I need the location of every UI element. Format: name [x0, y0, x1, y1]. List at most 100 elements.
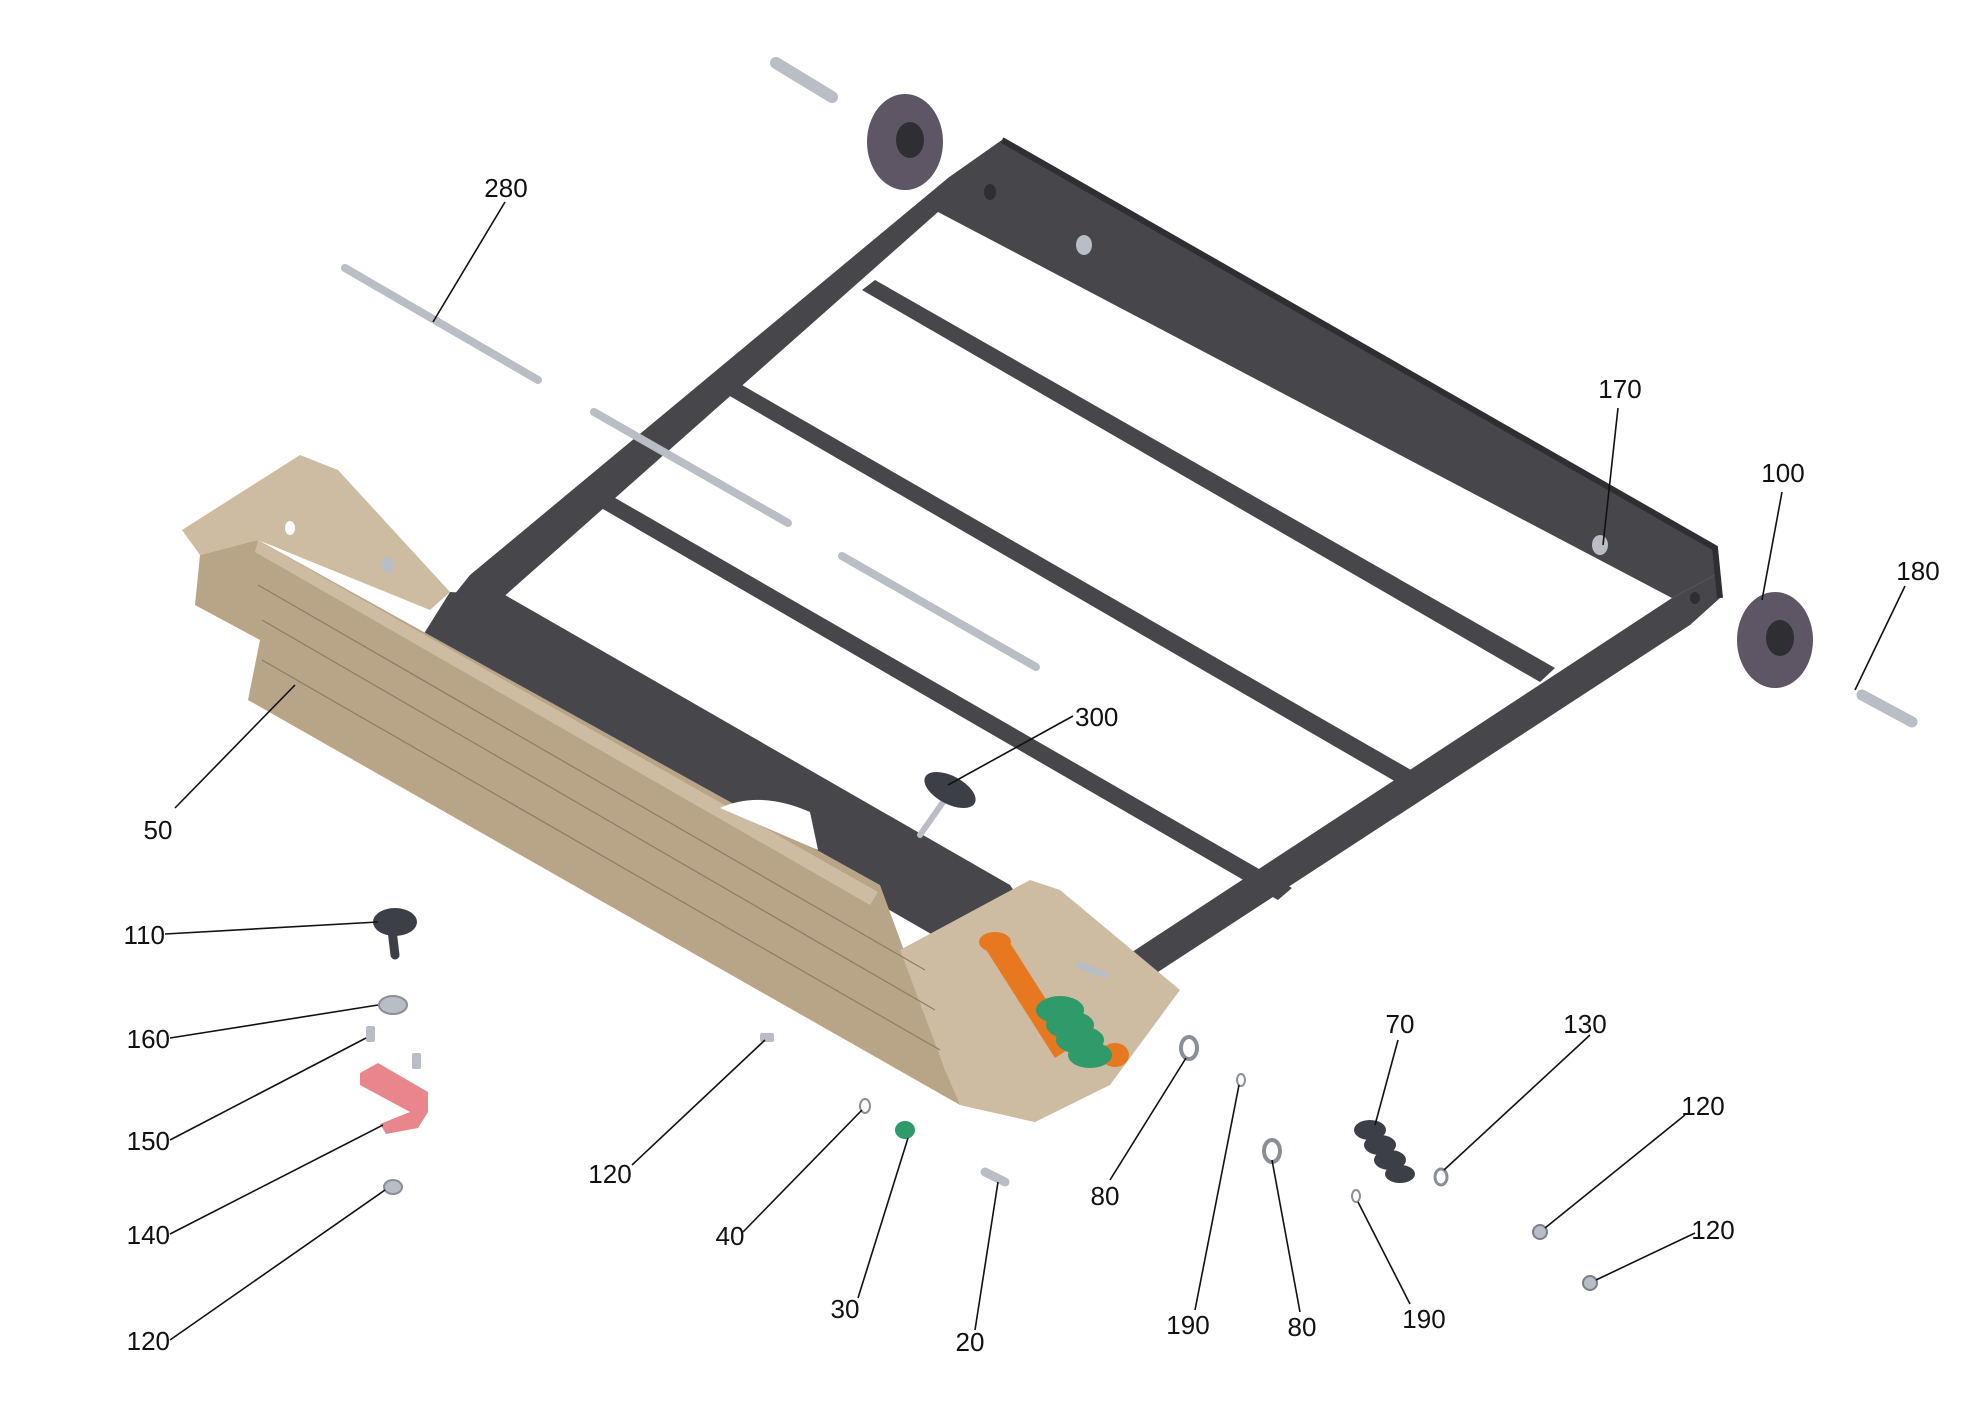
- blade-cutout: [720, 799, 818, 850]
- washer-80-a: [1179, 1035, 1199, 1061]
- frame-crossbar-2: [728, 385, 1425, 790]
- frame-left-rail: [450, 140, 1002, 600]
- callout-40: 40: [716, 1221, 745, 1251]
- nut-120-right-b: [1582, 1275, 1598, 1291]
- leader-170: [1602, 407, 1619, 546]
- rod-1: [341, 264, 542, 384]
- callout-100: 100: [1761, 458, 1804, 488]
- leader-130: [1443, 1034, 1591, 1171]
- actuator-assembly: [979, 932, 1129, 1068]
- frame-hole-3: [984, 184, 996, 200]
- spring-70-coil-3: [1374, 1150, 1406, 1170]
- actuator-spring-4: [1068, 1042, 1112, 1068]
- callout-190-b: 190: [1402, 1304, 1445, 1334]
- blade-hole-2: [285, 521, 295, 535]
- leader-280: [432, 201, 506, 323]
- rods: [341, 264, 1040, 671]
- callout-50: 50: [144, 815, 173, 845]
- blade-hole-1: [382, 557, 394, 573]
- blade-shade-line-3: [257, 584, 926, 971]
- knob-110-head: [373, 908, 417, 936]
- wheel-right-hub: [1766, 620, 1794, 656]
- leader-120-mid: [631, 1039, 766, 1166]
- ring-190-b: [1351, 1189, 1361, 1203]
- frame-hole-4: [1690, 592, 1700, 604]
- callout-120-left: 120: [127, 1326, 170, 1356]
- leader-120-right-a: [1544, 1114, 1686, 1229]
- actuator-top-end: [979, 932, 1011, 952]
- leader-150: [169, 1037, 367, 1141]
- callout-190-a: 190: [1166, 1310, 1209, 1340]
- wheel-top: [770, 57, 943, 190]
- wheel-right: [1737, 592, 1918, 728]
- wheel-top-hub: [896, 122, 924, 158]
- callout-280: 280: [484, 173, 527, 203]
- spring-70-coil-4: [1385, 1165, 1415, 1183]
- ring-130: [1433, 1167, 1449, 1187]
- ring-40: [859, 1098, 871, 1114]
- callout-140: 140: [127, 1220, 170, 1250]
- callout-labels: 280 170 100 180 300 50 110 160 150 140 1…: [124, 173, 1940, 1357]
- blade-shade-line-1: [261, 619, 936, 1011]
- leader-180: [1854, 585, 1906, 691]
- leader-120-right-b: [1595, 1232, 1696, 1281]
- knob-110-stem: [387, 925, 400, 960]
- frame-top-rail: [938, 140, 1715, 598]
- callout-130: 130: [1563, 1009, 1606, 1039]
- frame-rim-edge: [1000, 137, 1723, 599]
- leader-110: [164, 921, 379, 935]
- knob-300-head: [924, 771, 976, 809]
- screw-150-a: [366, 1026, 375, 1042]
- bracket-140: [360, 1063, 428, 1134]
- spring-70-coil-2: [1364, 1135, 1396, 1155]
- callout-110: 110: [124, 920, 165, 950]
- leader-50: [174, 684, 296, 809]
- callout-80-a: 80: [1091, 1181, 1120, 1211]
- callout-120-mid: 120: [588, 1159, 631, 1189]
- washer-80-b: [1262, 1138, 1282, 1164]
- screw-150-b: [412, 1053, 421, 1069]
- spring-70-coil-1: [1354, 1120, 1386, 1140]
- leader-120-left: [169, 1189, 386, 1341]
- callout-160: 160: [127, 1024, 170, 1054]
- callout-30: 30: [831, 1294, 860, 1324]
- blade-front-face: [195, 540, 1040, 1122]
- screw-120-mid: [760, 1033, 774, 1042]
- leader-lines: [164, 201, 1906, 1341]
- leader-80-b: [1271, 1159, 1301, 1313]
- leader-70: [1374, 1039, 1399, 1126]
- actuator-pin: [1076, 961, 1109, 979]
- callout-150: 150: [127, 1126, 170, 1156]
- callout-300: 300: [1075, 702, 1118, 732]
- leader-100: [1761, 491, 1783, 601]
- bolt-top: [770, 57, 838, 103]
- blade-shield: [182, 455, 1180, 1122]
- pin-20: [980, 1167, 1010, 1187]
- bolt-right: [1856, 689, 1918, 728]
- blade-top-lip: [255, 540, 878, 905]
- nut-120-left: [383, 1179, 403, 1195]
- callout-170: 170: [1598, 374, 1641, 404]
- leader-190-b: [1357, 1201, 1411, 1305]
- leader-20: [974, 1181, 999, 1331]
- frame-right-rail: [1060, 575, 1720, 1025]
- leader-80-a: [1109, 1057, 1187, 1181]
- spring-70: [1354, 1120, 1415, 1183]
- leader-40: [742, 1109, 863, 1233]
- frame-hole-2: [1592, 535, 1608, 555]
- washer-160: [378, 995, 408, 1015]
- nut-120-right-a: [1532, 1224, 1548, 1240]
- leader-160: [169, 1004, 379, 1039]
- callout-180: 180: [1896, 556, 1939, 586]
- callout-70: 70: [1386, 1009, 1415, 1039]
- rod-2: [590, 408, 792, 527]
- cap-30: [895, 1121, 915, 1139]
- callout-80-b: 80: [1288, 1312, 1317, 1342]
- callout-20: 20: [956, 1327, 985, 1357]
- loose-parts: [360, 908, 1598, 1291]
- rod-3: [838, 552, 1040, 671]
- leader-190-a: [1194, 1084, 1240, 1311]
- knob-300: [917, 771, 976, 838]
- blade-left-cap: [182, 455, 450, 610]
